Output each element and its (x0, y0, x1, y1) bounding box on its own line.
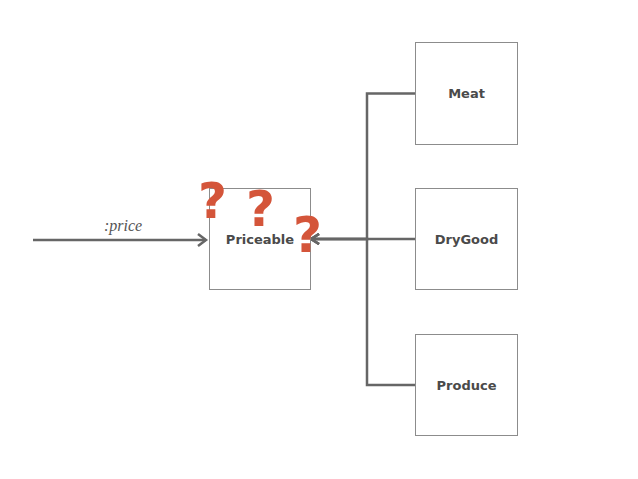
class-box: DryGood (415, 188, 518, 290)
box-title: Produce (437, 378, 497, 393)
input-line (33, 239, 206, 242)
message-label: :price (104, 217, 142, 235)
input-arrowhead (198, 234, 206, 246)
box-title: DryGood (435, 232, 499, 247)
question-mark: ? (246, 184, 275, 234)
class-box: Produce (415, 334, 518, 436)
inheritance-connector (311, 94, 415, 240)
question-mark: ? (198, 176, 227, 226)
question-mark: ? (293, 210, 322, 260)
box-title: Meat (448, 86, 485, 101)
class-box: Meat (415, 42, 518, 145)
inheritance-connector (311, 239, 415, 385)
